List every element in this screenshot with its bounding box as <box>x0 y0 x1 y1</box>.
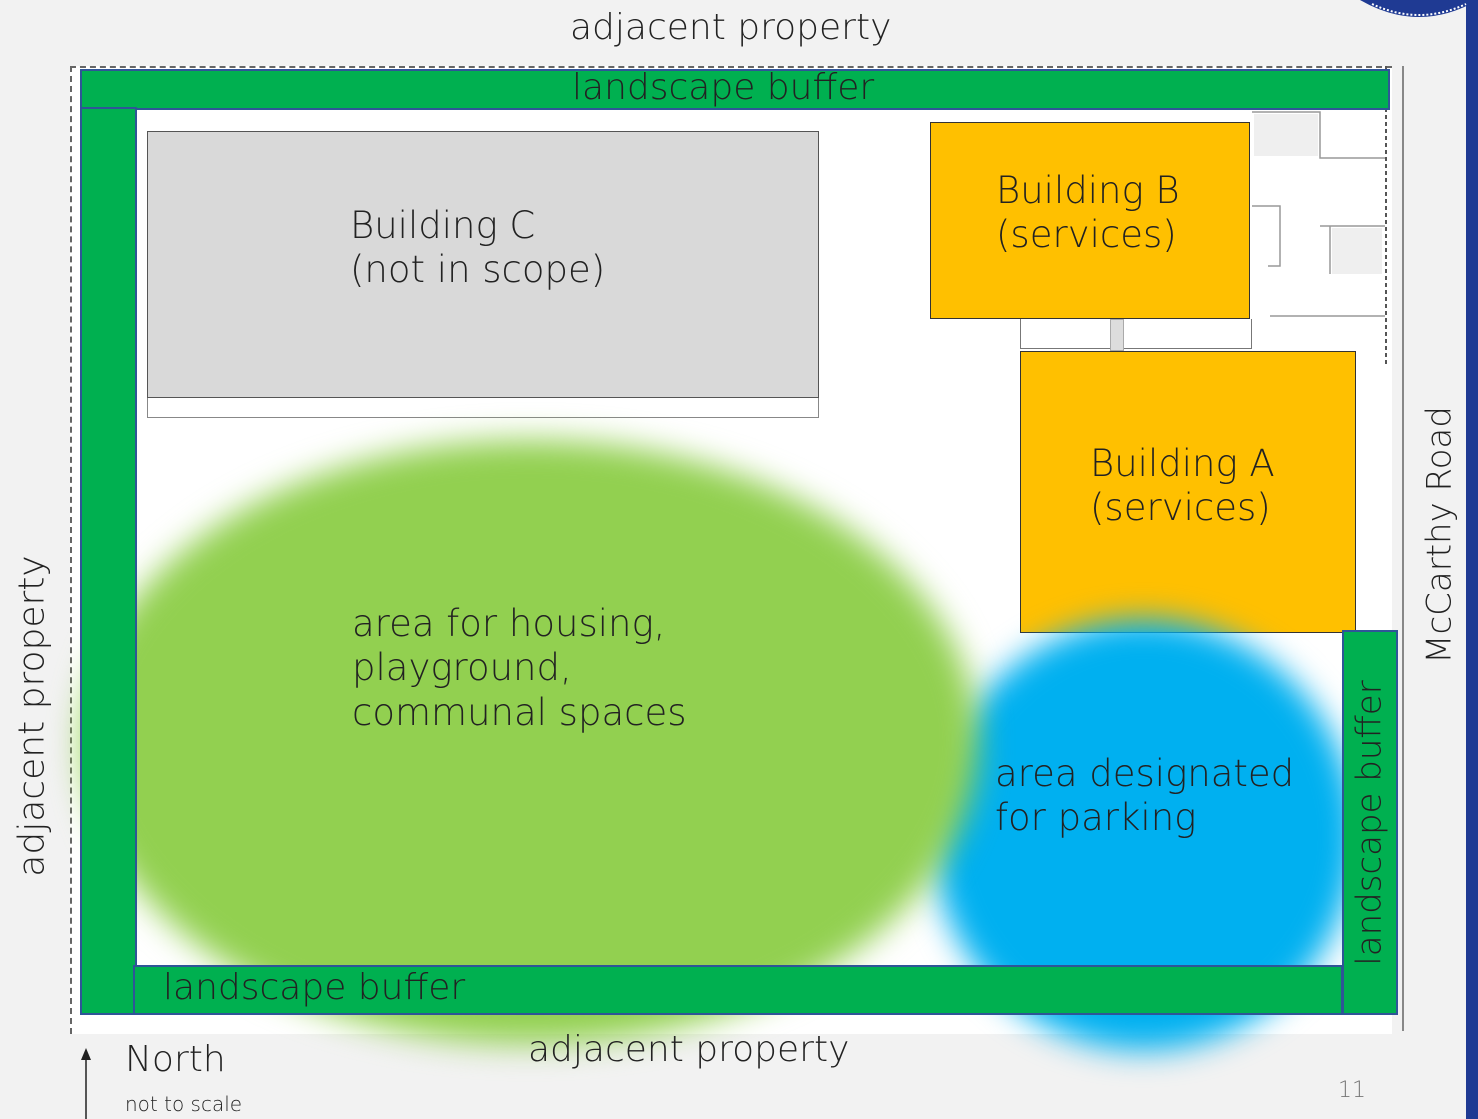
landscape-buffer-top-label: landscape buffer <box>572 67 875 108</box>
landscape-buffer-bottom-label: landscape buffer <box>163 967 466 1008</box>
adjacent-property-bottom-label: adjacent property <box>528 1029 850 1070</box>
building-b <box>930 122 1250 319</box>
north-arrow-icon <box>81 1048 91 1119</box>
landscape-buffer-right-label: landscape buffer <box>1349 680 1390 966</box>
scale-note: not to scale <box>125 1092 243 1116</box>
street-lines-graphic <box>1252 66 1387 366</box>
page-number: 11 <box>1338 1078 1366 1103</box>
landscape-buffer-bottom <box>133 965 1343 1015</box>
walkway-connector <box>1020 319 1252 349</box>
housing-area <box>82 440 978 1044</box>
building-c-footing <box>147 398 819 418</box>
building-b-label: Building B (services) <box>996 169 1180 257</box>
building-c <box>147 131 819 398</box>
road-edge-line <box>1402 66 1404 1031</box>
adjacent-property-top-label: adjacent property <box>570 7 892 48</box>
logo-fragment-icon <box>1360 0 1478 17</box>
adjacent-property-left-label: adjacent property <box>11 555 53 877</box>
building-c-label: Building C (not in scope) <box>350 204 606 292</box>
housing-area-label: area for housing, playground, communal s… <box>352 602 687 734</box>
road-label: McCarthy Road <box>1419 406 1460 664</box>
landscape-buffer-right <box>1342 630 1398 1015</box>
accent-bar <box>1466 0 1478 1119</box>
landscape-buffer-top <box>80 69 1390 110</box>
walkway-link <box>1110 319 1124 351</box>
parking-area-label: area designated for parking <box>995 752 1295 840</box>
building-a-label: Building A (services) <box>1090 442 1275 530</box>
north-label: North <box>125 1039 226 1080</box>
building-a <box>1020 351 1356 633</box>
landscape-buffer-left <box>80 107 137 1015</box>
